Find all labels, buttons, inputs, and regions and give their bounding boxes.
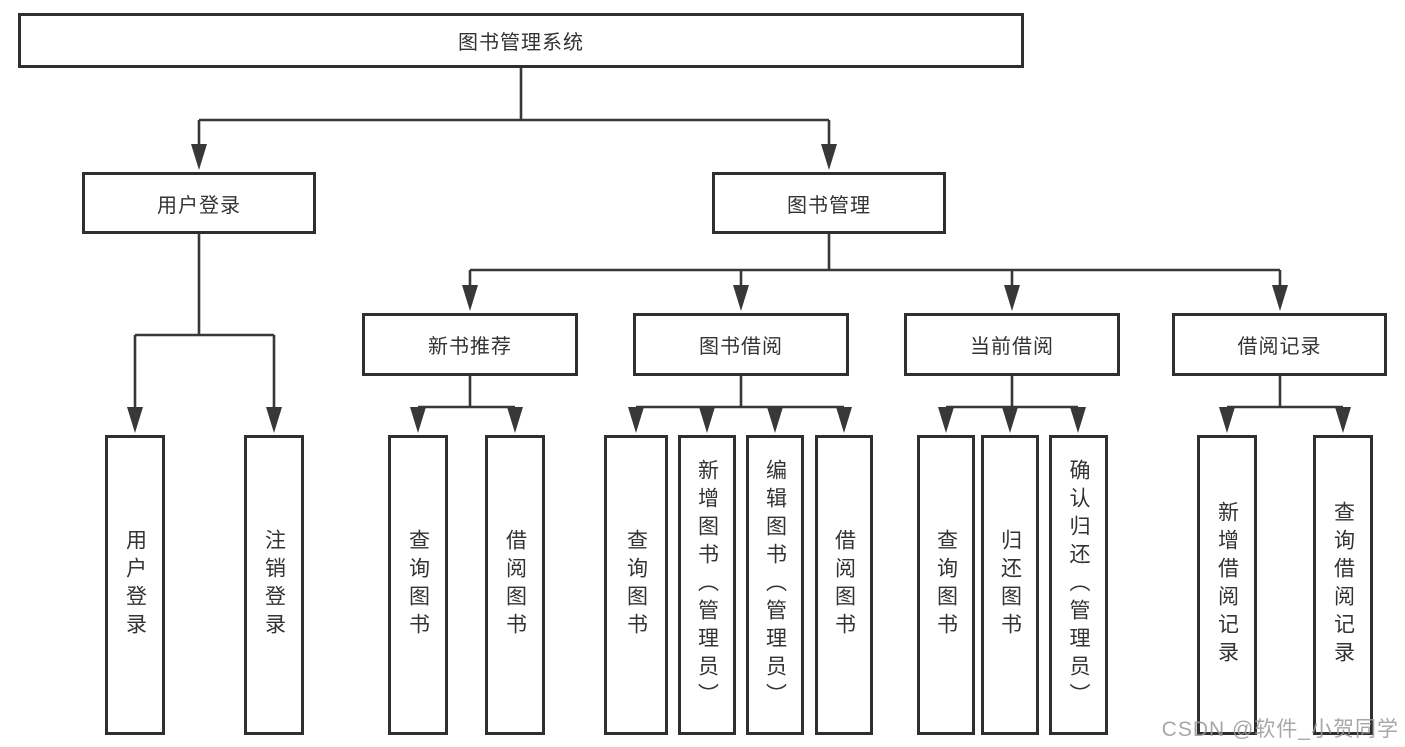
- leaf-return-books: 归还图书: [981, 435, 1039, 735]
- node-system-root: 图书管理系统: [18, 13, 1024, 68]
- node-borrowing-records: 借阅记录: [1172, 313, 1387, 376]
- node-current-borrowing-label: 当前借阅: [970, 336, 1054, 358]
- leaf-query-books-recommend: 查询图书: [388, 435, 448, 735]
- leaf-borrow-books-recommend-label: 借阅图书: [503, 529, 527, 641]
- node-system-root-label: 图书管理系统: [458, 32, 584, 54]
- node-book-borrowing: 图书借阅: [633, 313, 849, 376]
- leaf-logout-label: 注销登录: [262, 529, 286, 641]
- leaf-query-borrow-record-label: 查询借阅记录: [1331, 501, 1355, 669]
- leaf-edit-books-admin-label: 编辑图书（管理员）: [763, 459, 787, 711]
- leaf-logout: 注销登录: [244, 435, 304, 735]
- leaf-query-books-borrowing: 查询图书: [604, 435, 668, 735]
- leaf-confirm-return-admin: 确认归还（管理员）: [1049, 435, 1108, 735]
- node-user-login-label: 用户登录: [157, 194, 241, 217]
- leaf-query-books-current: 查询图书: [917, 435, 975, 735]
- node-book-management: 图书管理: [712, 172, 946, 234]
- leaf-add-books-admin: 新增图书（管理员）: [678, 435, 736, 735]
- leaf-confirm-return-admin-label: 确认归还（管理员）: [1067, 459, 1090, 711]
- leaf-return-books-label: 归还图书: [998, 529, 1022, 641]
- leaf-user-login: 用户登录: [105, 435, 165, 735]
- watermark: CSDN @软件_小贺同学: [1161, 718, 1399, 741]
- node-new-book-recommend: 新书推荐: [362, 313, 578, 376]
- leaf-borrow-books: 借阅图书: [815, 435, 873, 735]
- leaf-borrow-books-recommend: 借阅图书: [485, 435, 545, 735]
- node-user-login: 用户登录: [82, 172, 316, 234]
- leaf-query-borrow-record: 查询借阅记录: [1313, 435, 1373, 735]
- leaf-borrow-books-label: 借阅图书: [832, 529, 856, 641]
- node-new-book-recommend-label: 新书推荐: [428, 336, 512, 358]
- node-borrowing-records-label: 借阅记录: [1237, 336, 1322, 358]
- leaf-edit-books-admin: 编辑图书（管理员）: [746, 435, 804, 735]
- leaf-add-books-admin-label: 新增图书（管理员）: [695, 459, 719, 711]
- leaf-user-login-label: 用户登录: [123, 529, 147, 641]
- leaf-query-books-recommend-label: 查询图书: [406, 529, 430, 641]
- leaf-add-borrow-record: 新增借阅记录: [1197, 435, 1257, 735]
- node-book-management-label: 图书管理: [787, 194, 871, 217]
- leaf-query-books-current-label: 查询图书: [934, 529, 958, 641]
- leaf-add-borrow-record-label: 新增借阅记录: [1215, 501, 1239, 669]
- node-current-borrowing: 当前借阅: [904, 313, 1120, 376]
- node-book-borrowing-label: 图书借阅: [699, 336, 783, 358]
- leaf-query-books-borrowing-label: 查询图书: [624, 529, 648, 641]
